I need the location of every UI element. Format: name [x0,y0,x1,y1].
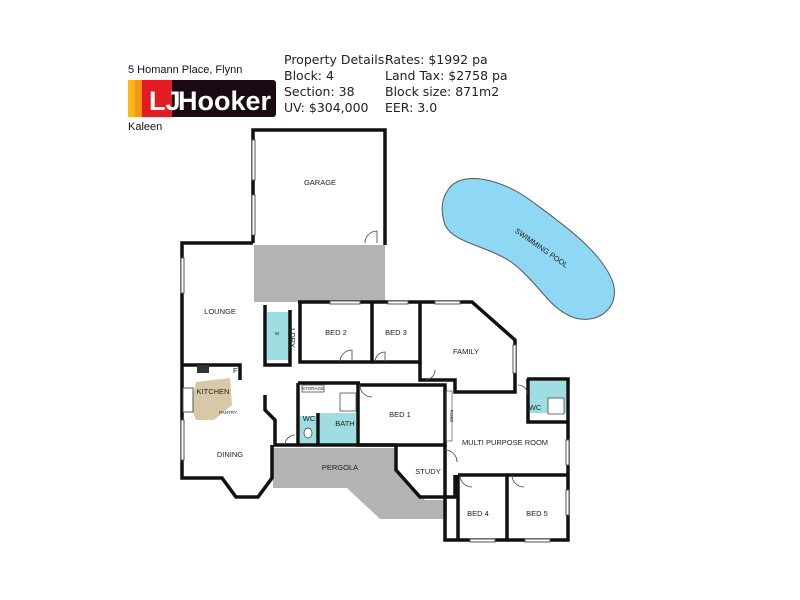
label-bath: BATH [335,419,354,428]
label-bed3: BED 3 [385,328,407,337]
label-dining: DINING [217,450,243,459]
label-lounge: LOUNGE [204,307,236,316]
lj-hooker-logo: LJ Hooker [128,80,276,117]
section: Section: 38 [284,84,355,99]
label-washer: W [275,331,280,336]
bath-tiles [320,413,356,445]
carport-paving [254,245,385,302]
laundry-tiles [267,312,289,360]
rates: Rates: $1992 pa [385,52,488,67]
block: Block: 4 [284,68,334,83]
toilet-icon [303,427,313,439]
windows [180,139,570,543]
label-pantry: PANTRY [219,410,237,415]
label-fridge: F [233,366,238,375]
uv: UV: $304,000 [284,100,369,115]
label-garage: GARAGE [304,178,336,187]
property-details-col1: Property Details: Block: 4 Section: 38 U… [284,52,388,116]
swimming-pool [441,178,615,320]
door-swings [284,230,529,488]
kitchen-tiles [190,378,232,420]
label-study: STUDY [415,467,440,476]
storage [301,384,325,393]
cooktop-icon [197,365,209,373]
label-multi-purpose-room: MULTI PURPOSE ROOM [462,438,548,447]
svg-text:LJ: LJ [149,86,181,116]
label-laundry: LDRY [288,328,297,348]
details-heading: Property Details: [284,52,389,67]
property-details-col2: Rates: $1992 pa Land Tax: $2758 pa Block… [385,52,508,116]
label-bed4: BED 4 [467,509,489,518]
walls [180,128,570,542]
label-bed5: BED 5 [526,509,548,518]
pergola-paving [273,448,447,519]
label-pergola: PERGOLA [322,463,358,472]
label-bed1: BED 1 [389,410,411,419]
svg-text:Hooker: Hooker [178,86,272,116]
label-family: FAMILY [453,347,479,356]
label-storage: STORAGE [302,386,324,391]
land-tax: Land Tax: $2758 pa [385,68,508,83]
robe [445,390,453,442]
eer: EER: 3.0 [385,100,438,115]
label-bed2: BED 2 [325,328,347,337]
shower-icon [339,392,357,412]
suburb: Kaleen [128,121,163,133]
property-address: 5 Homann Place, Flynn [128,64,243,76]
label-robe: ROBE [449,410,454,423]
label-ensuite-wc: WC [529,403,542,412]
label-wc: WC [303,414,316,423]
block-size: Block size: 871m2 [385,84,500,99]
label-kitchen: KITCHEN [197,387,230,396]
ensuite-shower-icon [547,397,565,415]
